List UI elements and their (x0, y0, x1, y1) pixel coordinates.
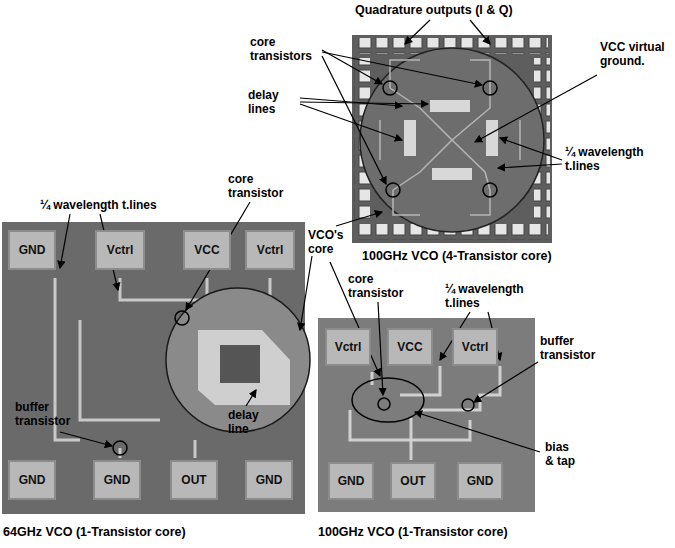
die-100ghz-single (318, 318, 535, 512)
pad-label: GND (338, 474, 365, 488)
bond-pad: VCC (387, 328, 433, 366)
pad-label: Vctrl (107, 243, 134, 257)
pad-label: GND (467, 474, 494, 488)
pad-label: GND (104, 473, 131, 487)
bond-pad: Vctrl (95, 230, 145, 270)
callout-label: ¼ wavelength t.lines (40, 198, 210, 212)
pad-label: Vctrl (257, 243, 284, 257)
callout-label: core transistor (228, 172, 298, 200)
pad-label: VCC (194, 243, 219, 257)
figure-caption: 64GHz VCO (1-Transistor core) (3, 525, 283, 539)
bond-pad: GND (93, 460, 141, 500)
pad-label: OUT (400, 474, 425, 488)
bond-pad: Vctrl (245, 230, 295, 270)
bond-pad: Vctrl (452, 328, 498, 366)
die-100ghz-quad (352, 35, 552, 243)
pad-label: GND (19, 243, 46, 257)
callout-label: buffer transistor (15, 400, 90, 428)
bond-pad: OUT (170, 460, 218, 500)
pad-label: Vctrl (462, 340, 489, 354)
bond-pad: GND (328, 462, 374, 500)
callout-label: VCO's core (308, 228, 358, 256)
figure-caption: 100GHz VCO (4-Transistor core) (362, 249, 592, 263)
pad-label: GND (256, 473, 283, 487)
bond-pad: GND (457, 462, 503, 500)
callout-label: bias & tap (545, 440, 575, 468)
bond-pad: GND (8, 230, 56, 270)
bond-pad: OUT (390, 462, 436, 500)
pad-label: Vctrl (335, 340, 362, 354)
bond-pad: Vctrl (325, 328, 371, 366)
pad-label: OUT (181, 473, 206, 487)
figure-caption: 100GHz VCO (1-Transistor core) (318, 525, 618, 539)
die-64ghz (2, 222, 310, 514)
bond-pad: VCC (183, 230, 231, 270)
callout-label: buffer transistor (540, 334, 615, 362)
callout-label: ¼ wavelength t.lines (565, 145, 670, 173)
bond-pad: GND (245, 460, 293, 500)
callout-label: delay line (228, 408, 273, 436)
figure-caption: Quadrature outputs (I & Q) (355, 3, 575, 17)
callout-label: VCC virtual ground. (600, 40, 670, 68)
callout-label: core transistors (250, 35, 320, 63)
bond-pad: GND (8, 460, 56, 500)
pad-label: VCC (397, 340, 422, 354)
callout-label: delay lines (248, 88, 298, 116)
callout-label: core transistor (348, 272, 410, 300)
callout-label: ¼ wavelength t.lines (445, 282, 530, 310)
leader-lines (60, 20, 597, 452)
pad-label: GND (19, 473, 46, 487)
